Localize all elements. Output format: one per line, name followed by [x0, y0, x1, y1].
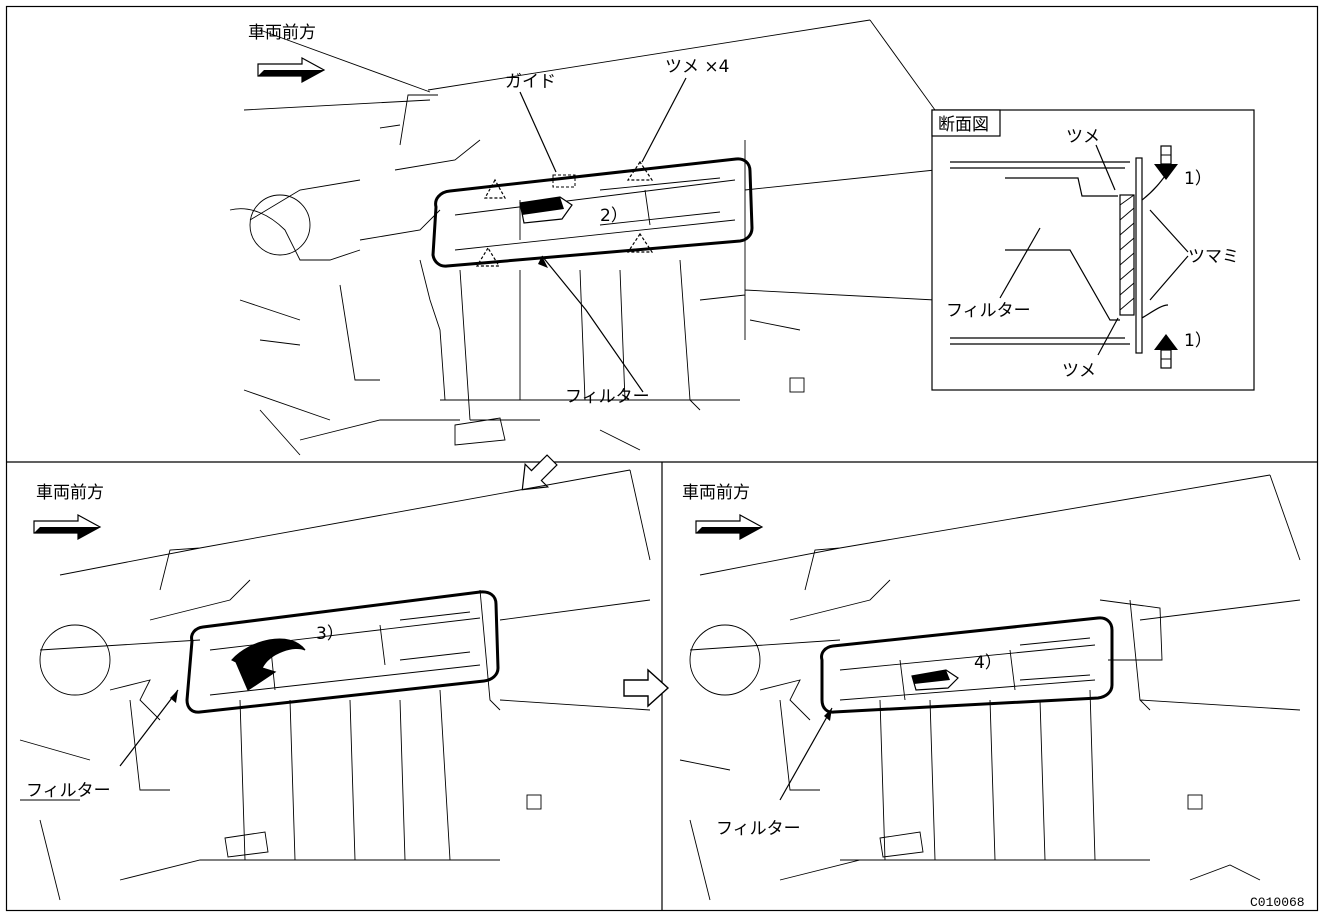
filter-outline-top: [431, 157, 754, 268]
housing-left-lines: [239, 209, 460, 456]
front-label: 車両前方: [248, 23, 316, 43]
filter-section-label: フィルター: [946, 301, 1031, 321]
step1-lower-label: 1）: [1184, 331, 1212, 351]
front-label-bottom-right: 車両前方: [682, 483, 750, 503]
claw-leader: [641, 77, 687, 163]
next-step-diagonal-arrow-icon: [521, 454, 558, 491]
knob-leaders: [1149, 209, 1189, 301]
pull-curved-arrow-icon: [231, 638, 306, 691]
front-direction-arrow-icon: [695, 513, 764, 541]
knob-label: ツマミ: [1188, 247, 1239, 267]
filter-leader-bl: [119, 689, 179, 767]
housing-lower-lines: [440, 399, 740, 451]
housing-upper-lines: [243, 19, 936, 221]
guide-label: ガイド: [505, 72, 556, 92]
section-filter-hatch: [1119, 194, 1135, 311]
filter-detail-bl: [209, 611, 481, 696]
filter-label-bottom-left: フィルター: [26, 781, 111, 801]
filter-leader-top: [541, 255, 644, 393]
claw-lower-leader: [1097, 317, 1119, 356]
next-step-right-arrow-icon: [623, 668, 670, 708]
filter-frame-detail: [454, 177, 736, 251]
claw-upper-leader: [1095, 144, 1116, 191]
filter-leader-br: [779, 707, 833, 801]
claw-upper-label: ツメ: [1066, 127, 1100, 147]
push-up-arrow-icon: [1154, 334, 1178, 369]
filter-label-top: フィルター: [565, 387, 650, 407]
filter-section-leader: [999, 227, 1041, 299]
filter-slide-edge: [1099, 599, 1163, 661]
claw-lower-label: ツメ: [1062, 361, 1096, 381]
filter-outline-br: [820, 616, 1114, 714]
pull-out-arrow-icon: [911, 669, 959, 691]
section-view-inset: 断面図 1） 1） ツメ ツメ ツマミ フィルター: [931, 109, 1255, 391]
front-direction-arrow-icon: [33, 513, 102, 541]
bottom-right-panel: 車両前方 4） フィルター: [679, 474, 1301, 901]
bottom-left-panel: 車両前方 3） フィルター: [19, 469, 651, 901]
top-panel: 車両前方 2） ガイド ツメ ×4 フィルター: [229, 19, 936, 456]
triangle-claw-icon: [475, 160, 654, 267]
housing-lower-br: [840, 599, 1301, 881]
filter-label-bottom-right: フィルター: [716, 819, 801, 839]
section-filter-body: [1119, 194, 1135, 316]
section-filter-plate: [1135, 157, 1143, 354]
filter-leader-head: [538, 256, 548, 268]
step3-label: 3）: [316, 624, 344, 644]
push-down-arrow-icon: [1154, 145, 1178, 180]
bolt-symbol-bl: [526, 794, 542, 810]
front-label-bottom-left: 車両前方: [36, 483, 104, 503]
step2-label: 2）: [600, 206, 628, 226]
step4-label: 4）: [974, 653, 1002, 673]
section-title: 断面図: [938, 115, 989, 135]
bolt-symbol-br: [1187, 794, 1203, 810]
push-arrow-icon: [519, 196, 573, 224]
section-housing-lines: [950, 161, 1130, 345]
filter-outline-bl: [185, 590, 500, 714]
housing-lines-br: [679, 474, 1301, 901]
front-direction-arrow-icon: [257, 56, 326, 84]
filter-leader-head-bl: [170, 690, 178, 703]
step1-upper-label: 1）: [1184, 169, 1212, 189]
housing-lower-bl: [200, 589, 651, 861]
bolt-symbol: [789, 377, 805, 393]
filter-detail-br: [839, 637, 1096, 701]
blower-sketch: [229, 194, 361, 261]
guide-leader: [519, 91, 557, 173]
claws-label: ツメ ×4: [665, 57, 729, 77]
outer-frame: [5, 5, 1319, 912]
guide-marker: [552, 174, 576, 188]
filter-leader-head-br: [824, 708, 832, 721]
housing-lines-bl: [19, 469, 651, 901]
figure-code: C010068: [1250, 895, 1305, 910]
